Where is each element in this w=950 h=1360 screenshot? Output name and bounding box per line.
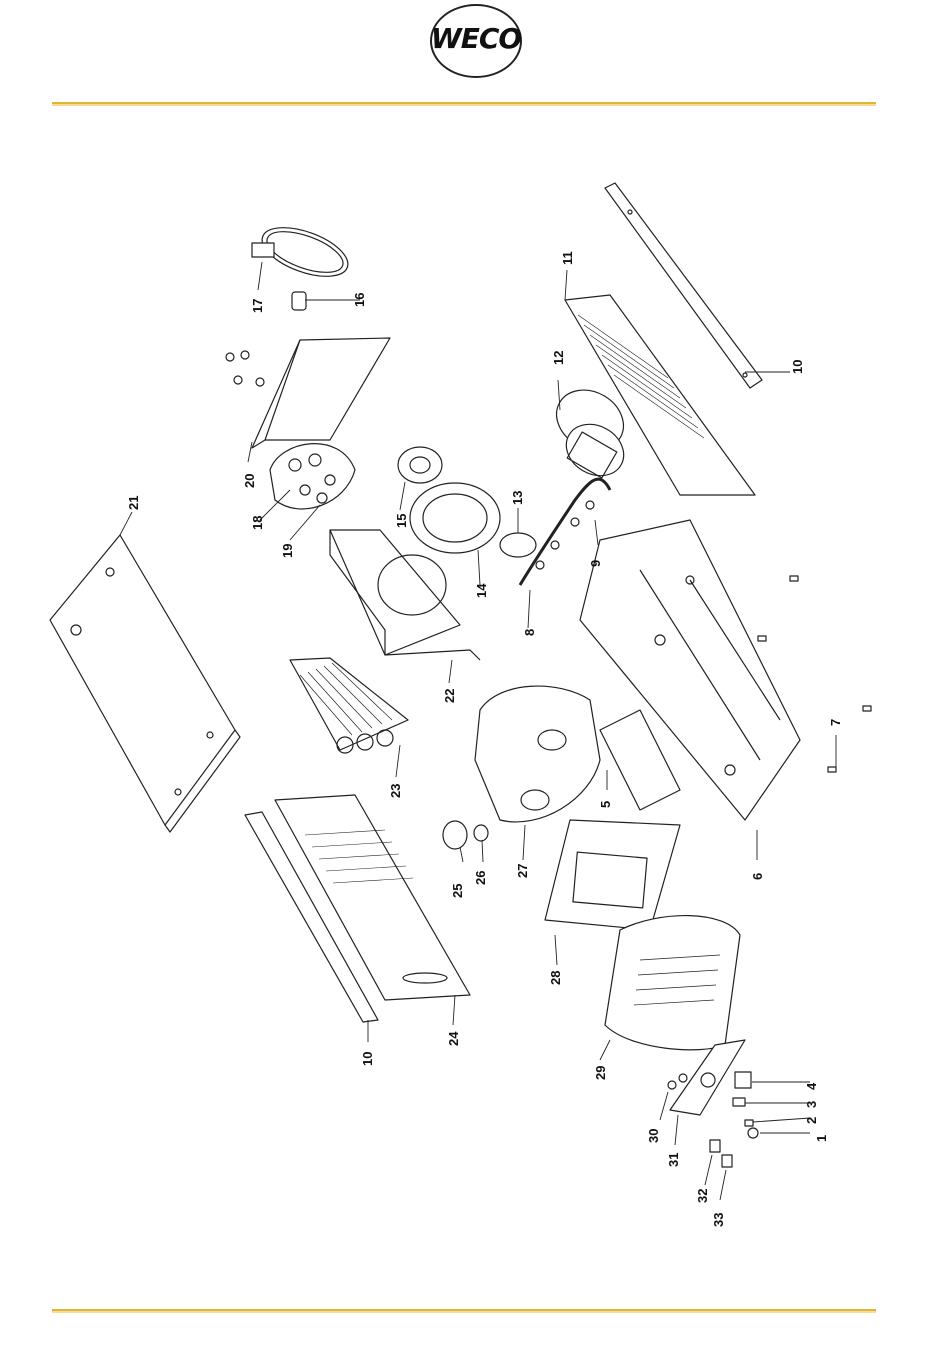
- callout-14: 14: [474, 583, 489, 598]
- callout-11: 11: [560, 251, 575, 265]
- callout-12: 12: [551, 351, 566, 365]
- callout-20: 20: [242, 474, 257, 488]
- callout-10-bottom: 10: [360, 1052, 375, 1066]
- callout-13: 13: [510, 491, 525, 505]
- callout-15: 15: [394, 514, 409, 528]
- callout-2: 2: [804, 1117, 819, 1124]
- callout-28: 28: [548, 971, 563, 985]
- callout-21: 21: [126, 496, 141, 510]
- part-14-fan: [410, 483, 500, 553]
- callout-19: 19: [280, 544, 295, 558]
- callout-33: 33: [711, 1213, 726, 1227]
- callout-4: 4: [804, 1082, 819, 1090]
- callout-3: 3: [804, 1101, 819, 1108]
- part-21-top-cover: [50, 535, 240, 832]
- callout-10-top: 10: [790, 360, 805, 374]
- callout-22: 22: [442, 689, 457, 703]
- callout-7: 7: [828, 719, 843, 726]
- part-15-fan-hub: [398, 447, 442, 483]
- part-23-heat-exchanger: [290, 658, 408, 753]
- part-17-cable: [252, 218, 354, 286]
- part-16-gland: [292, 292, 306, 310]
- callout-31: 31: [666, 1153, 681, 1167]
- callout-5: 5: [598, 801, 613, 808]
- part-6-base-frame: [580, 520, 800, 820]
- callout-6: 6: [750, 873, 765, 880]
- callout-9: 9: [588, 560, 603, 567]
- part-13-pump: [500, 533, 536, 557]
- callout-32: 32: [695, 1189, 710, 1203]
- callout-26: 26: [473, 871, 488, 885]
- callout-8: 8: [522, 629, 537, 636]
- callout-23: 23: [388, 784, 403, 798]
- callout-16: 16: [352, 293, 367, 307]
- callout-1: 1: [814, 1135, 829, 1142]
- part-27-tank: [475, 686, 600, 822]
- callout-29: 29: [593, 1066, 608, 1080]
- part-26-ring: [474, 825, 488, 841]
- callout-24: 24: [446, 1031, 461, 1046]
- callout-17: 17: [250, 299, 265, 313]
- callout-25: 25: [450, 884, 465, 898]
- callout-30: 30: [646, 1129, 661, 1143]
- part-28-frame-box: [545, 820, 680, 930]
- callout-18: 18: [250, 516, 265, 530]
- callout-27: 27: [515, 864, 530, 878]
- part-25-cap: [443, 821, 467, 849]
- part-29-front-grille: [605, 916, 740, 1050]
- part-20-bracket: [252, 338, 390, 448]
- part-31-control-plate: [670, 1040, 745, 1115]
